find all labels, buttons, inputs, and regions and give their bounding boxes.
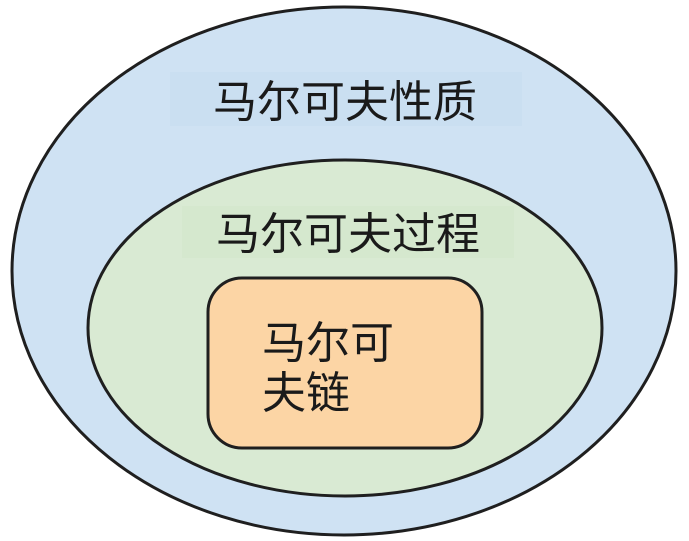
outer-label-backdrop: [170, 72, 522, 126]
inner-label-line2: 夫链: [262, 368, 350, 419]
inner-label-line1: 马尔可: [262, 318, 394, 369]
middle-label-backdrop: [182, 206, 514, 258]
middle-label: 马尔可夫过程: [216, 209, 480, 260]
outer-label: 马尔可夫性质: [213, 77, 477, 128]
inner-box: [206, 276, 484, 450]
